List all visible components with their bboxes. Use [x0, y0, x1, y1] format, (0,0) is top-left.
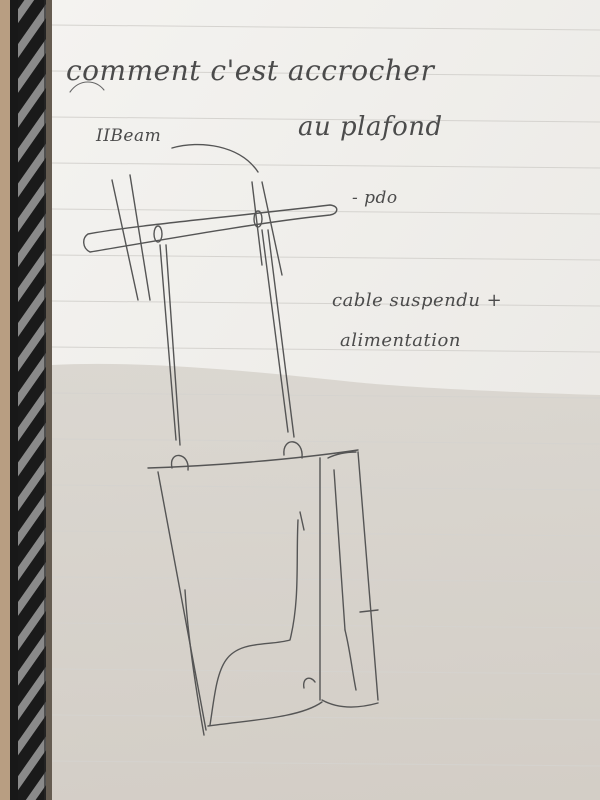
pdo-label: - pdo: [352, 188, 398, 208]
cable-note-line1: cable suspendu +: [332, 290, 502, 311]
beam-label: IIBeam: [96, 126, 161, 146]
notebook-binding: [10, 0, 54, 800]
cable-note-line2: alimentation: [340, 330, 461, 351]
paper-shadow: [52, 364, 600, 800]
note-ceiling: au plafond: [298, 112, 443, 142]
note-question: comment c'est accrocher: [66, 54, 434, 87]
